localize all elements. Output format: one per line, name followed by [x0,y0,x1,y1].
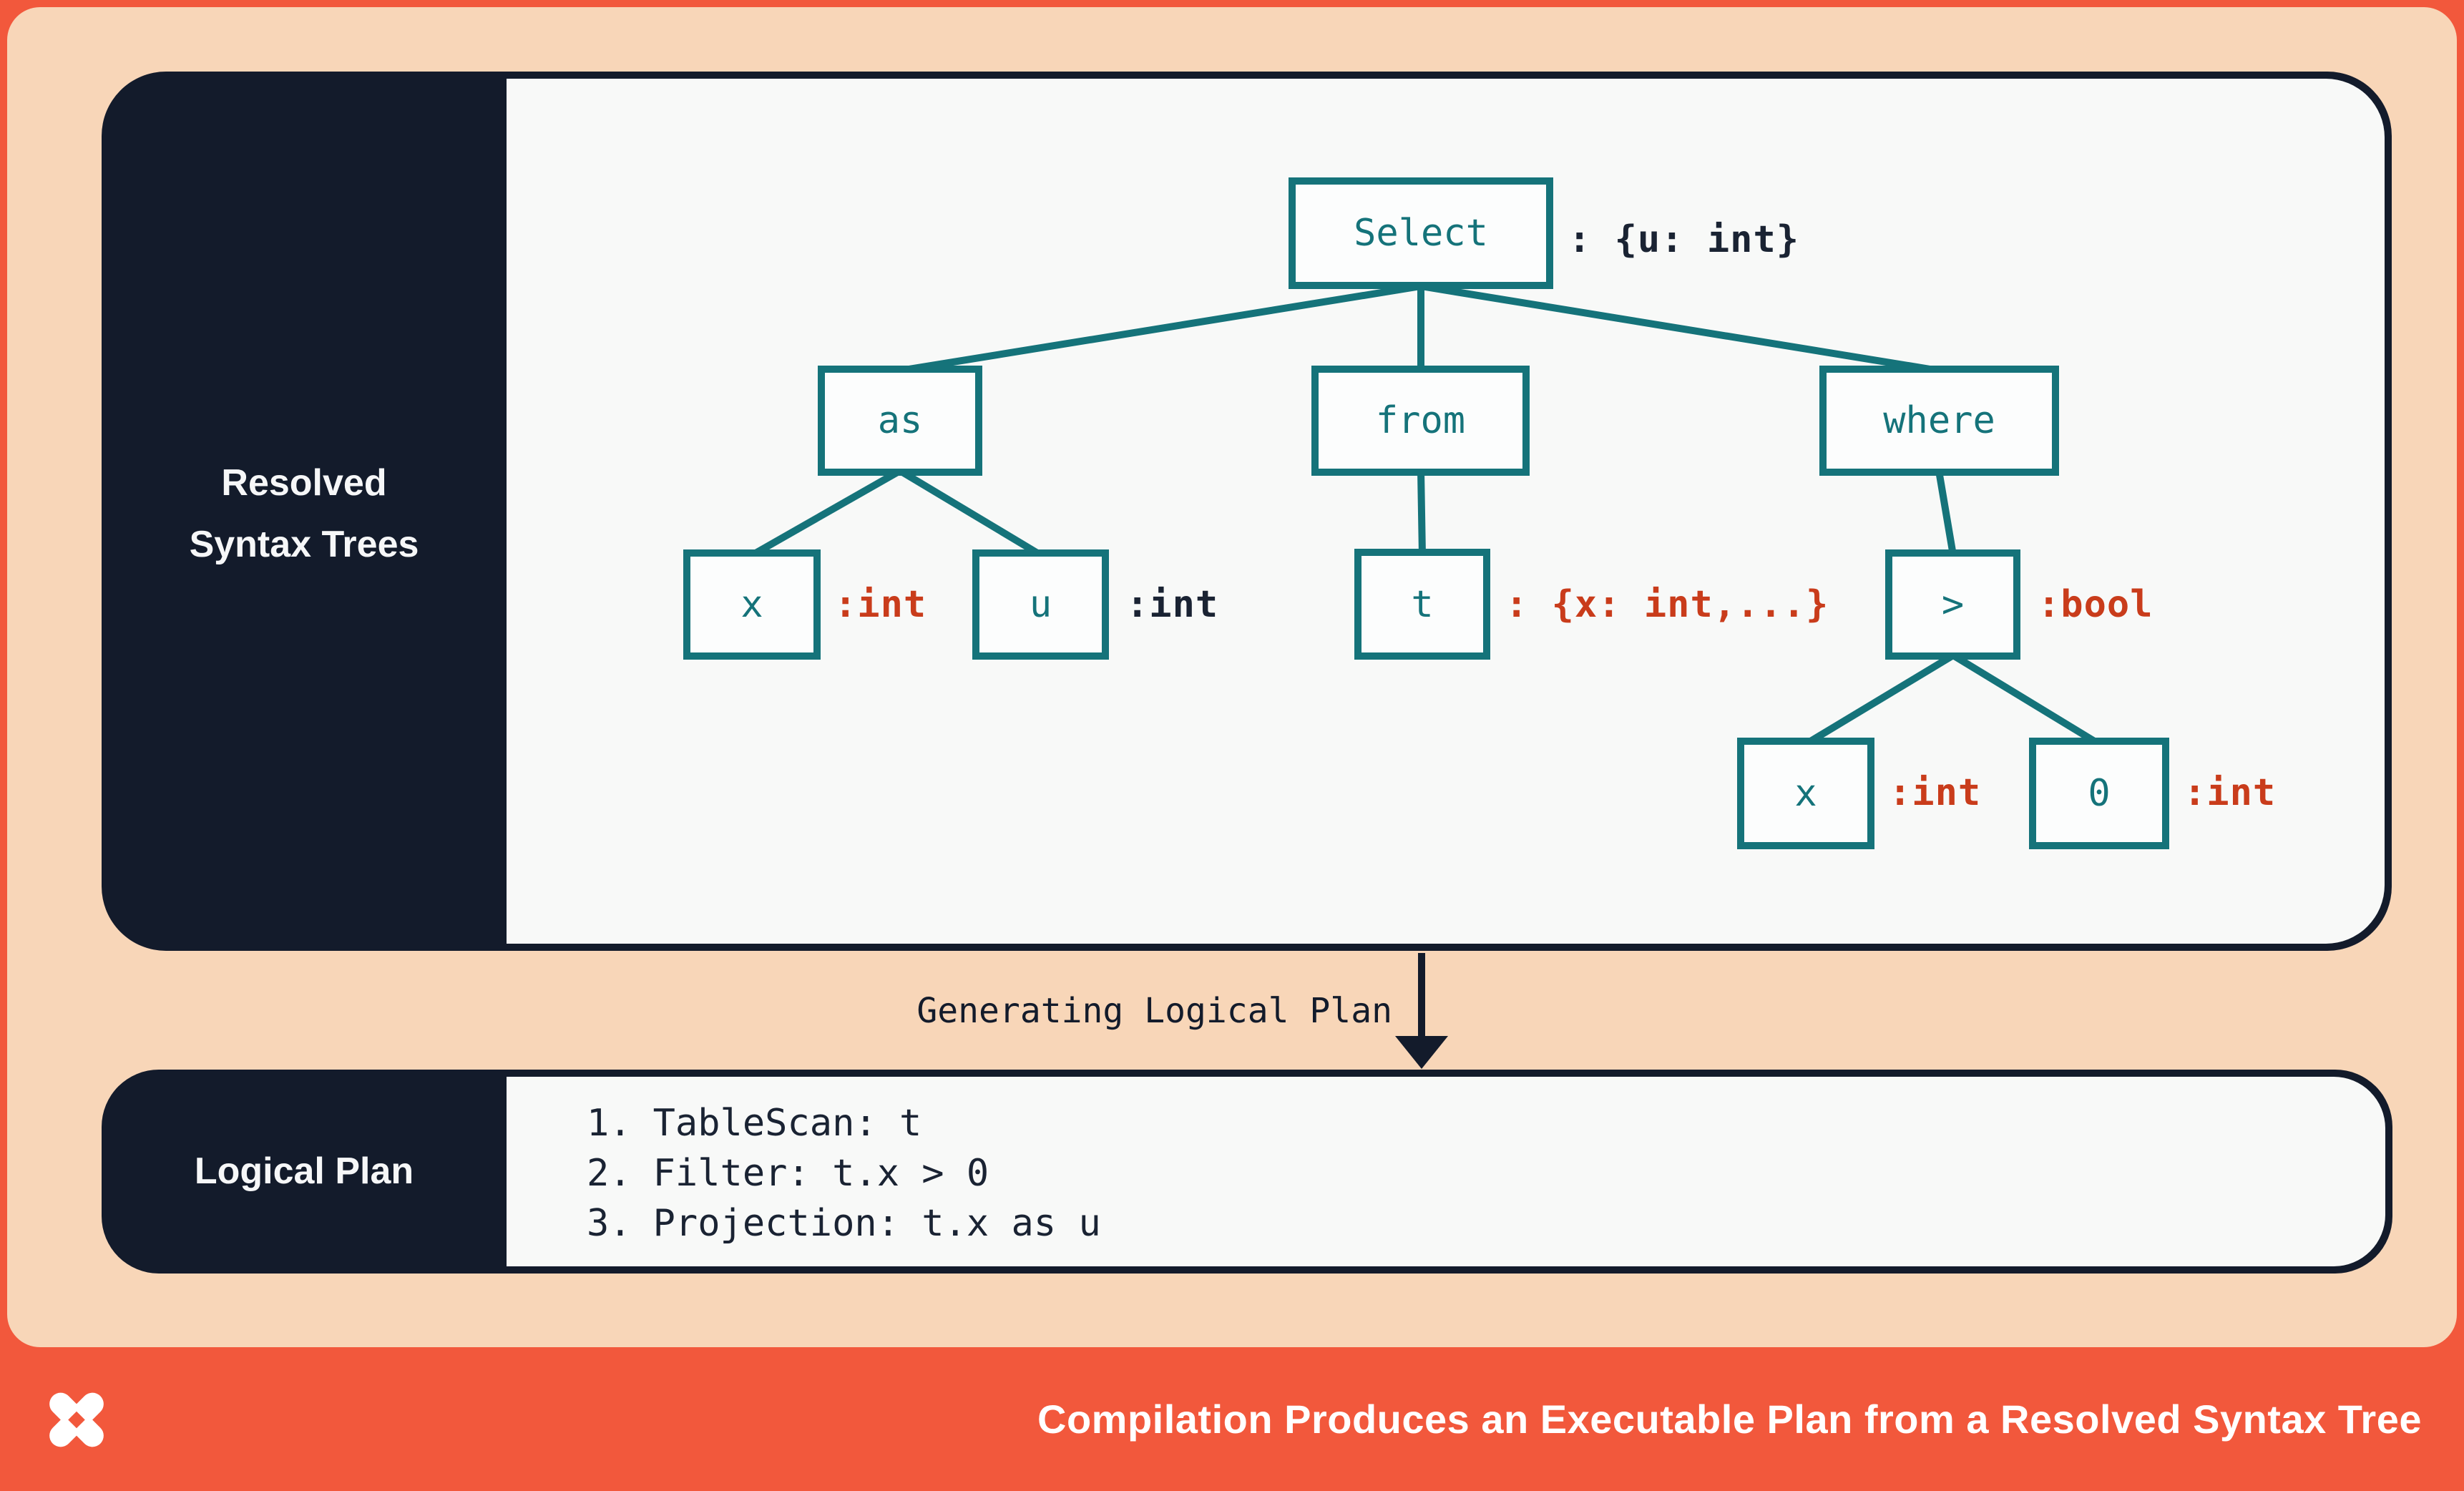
plan-step-number: 2. [587,1152,632,1195]
plan-step-number: 1. [587,1102,632,1145]
type-annotation-select: : {u: int} [1568,218,1800,261]
type-annotation-x-under-gt: :int [1889,771,1982,814]
plan-step-text: TableScan: t [652,1102,922,1145]
tree-node-from: from [1311,366,1530,476]
logical-plan-label: Logical Plan [194,1150,414,1192]
node-label: t [1411,582,1434,626]
type-annotation-t-under-from: : {x: int,...} [1505,583,1829,626]
logical-plan-steps: 1. TableScan: t 2. Filter: t.x > 0 3. Proje… [587,1098,1101,1248]
plan-step: 2. Filter: t.x > 0 [587,1148,1101,1198]
type-annotation-u-under-as: :int [1126,583,1219,626]
type-annotation-x-under-as: :int [834,583,927,626]
pinwheel-x-logo-icon [49,1392,104,1447]
tree-node-u-under-as: u [972,549,1109,660]
tree-node-select: Select [1289,177,1553,289]
resolved-syntax-trees-label-line2: Syntax Trees [189,524,419,565]
generating-logical-plan-label: Generating Logical Plan [916,991,1392,1031]
logical-plan-content [507,1077,2385,1266]
tree-node-as: as [818,366,982,476]
plan-step-text: Projection: t.x as u [652,1202,1101,1245]
footer-bar: Compilation Produces an Executable Plan … [0,1347,2464,1491]
footer-caption: Compilation Produces an Executable Plan … [1037,1397,2422,1442]
tree-node-x-under-gt: x [1737,738,1874,849]
node-label: from [1375,399,1466,442]
type-annotation-greater-than: :bool [2038,583,2153,626]
type-annotation-zero-under-gt: :int [2184,771,2277,814]
plan-step-number: 3. [587,1202,632,1245]
node-label: > [1941,583,1965,626]
tree-node-greater-than-under-where: > [1885,549,2020,660]
node-label: 0 [2088,772,2111,815]
node-label: where [1883,399,1995,442]
resolved-syntax-trees-label-line1: Resolved [221,462,387,504]
plan-step: 3. Projection: t.x as u [587,1198,1101,1248]
node-label: as [877,399,923,442]
node-label: Select [1354,212,1488,255]
resolved-syntax-trees-label: Resolved Syntax Trees [102,452,507,575]
node-label: u [1029,583,1052,626]
plan-step: 1. TableScan: t [587,1098,1101,1148]
node-label: x [1794,772,1817,815]
plan-step-text: Filter: t.x > 0 [652,1152,989,1195]
logical-plan-panel: Logical Plan [102,1070,2392,1274]
tree-node-x-under-as: x [683,549,821,660]
tree-node-where: where [1819,366,2059,476]
tree-node-t-under-from: t [1354,549,1490,660]
node-label: x [740,583,763,626]
tree-node-zero-under-gt: 0 [2029,738,2169,849]
